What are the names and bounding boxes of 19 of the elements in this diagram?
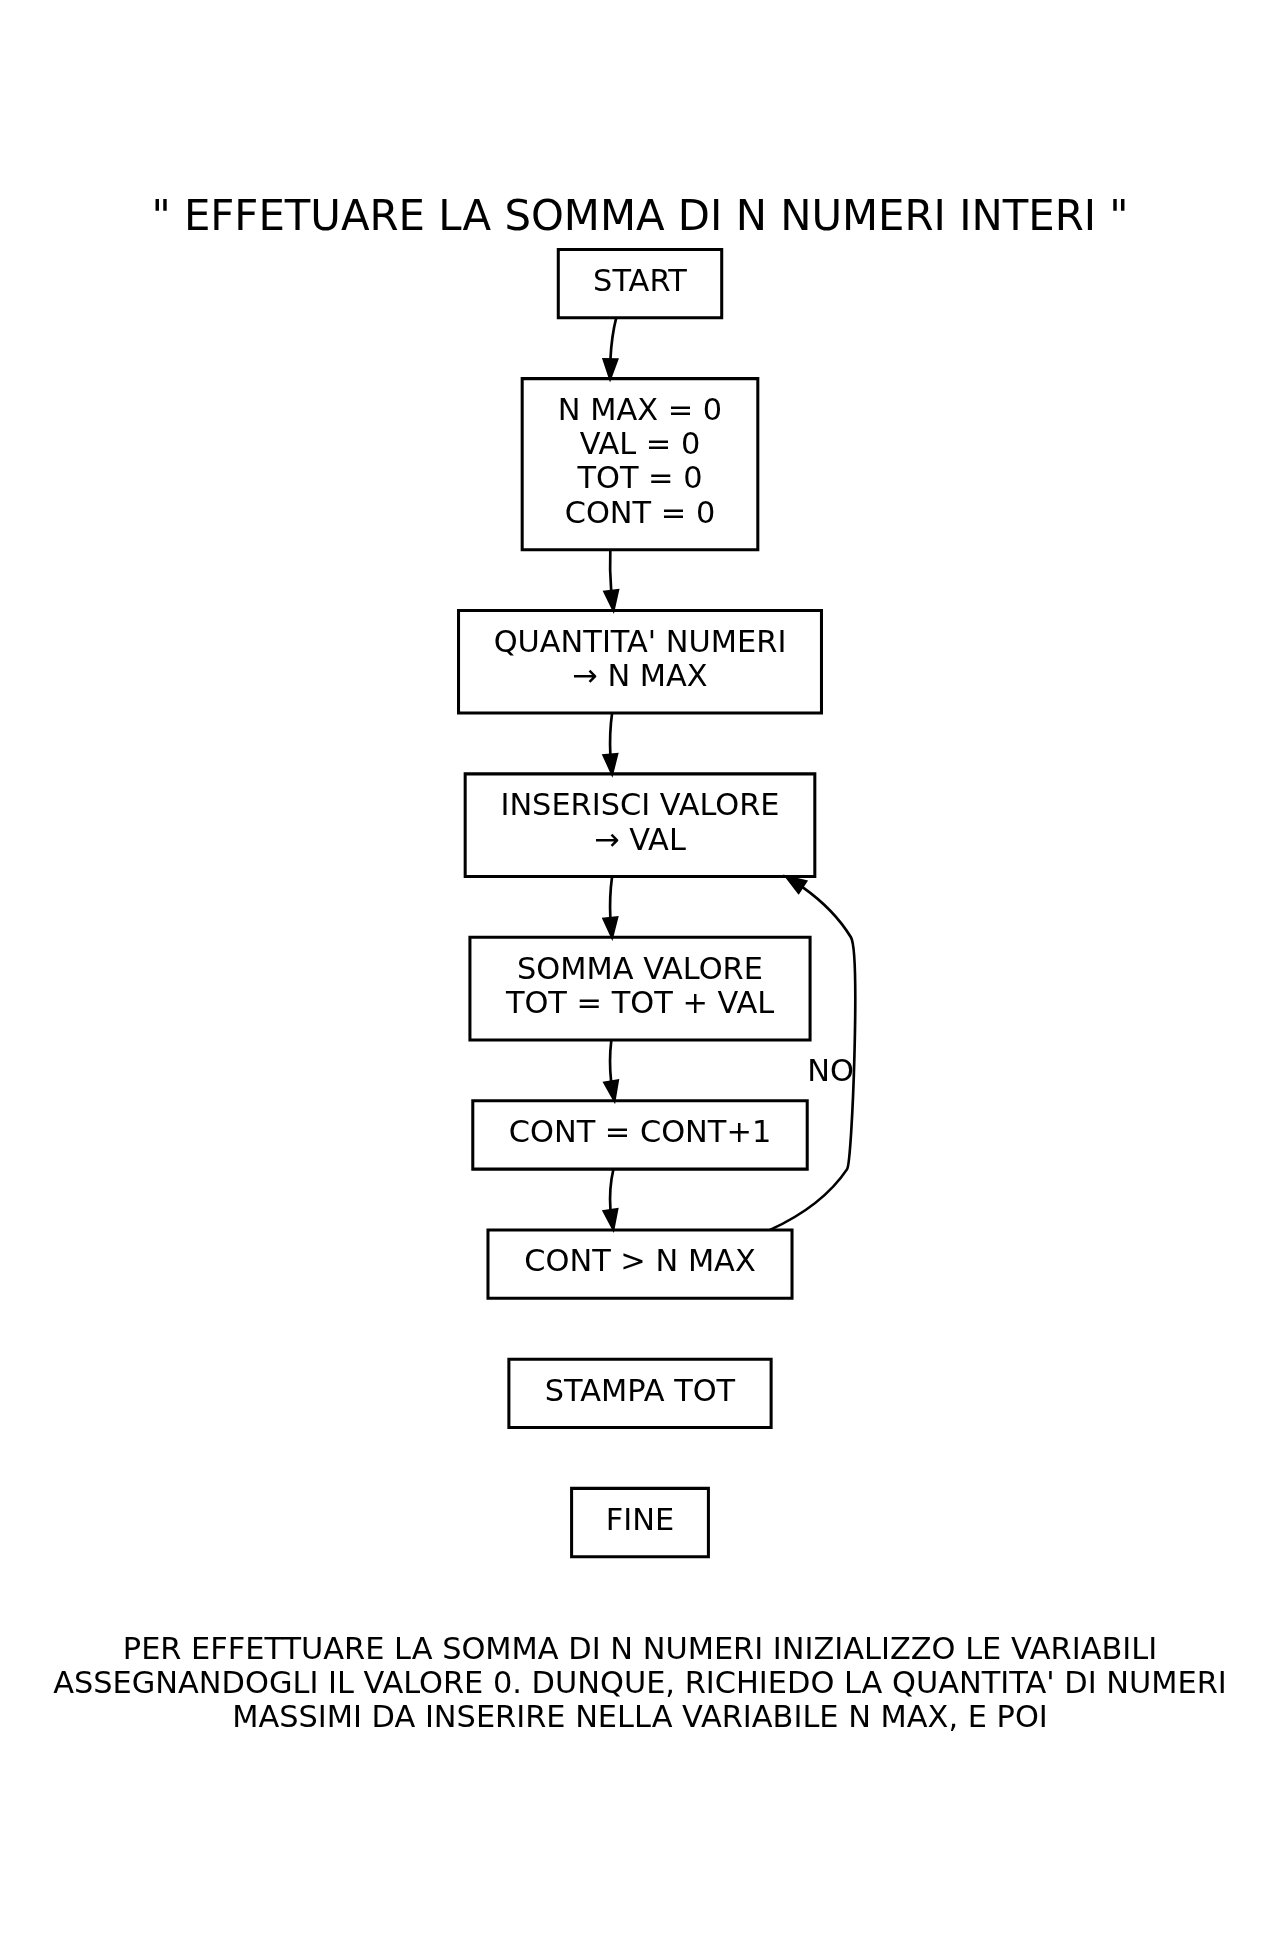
caption: PER EFFETTUARE LA SOMMA DI N NUMERI INIZIALIZZO LE VARIABILI ASSEGNANDOGLI IL VALORE 0. DUNQUE, RICHIEDO LA QUANTITA' DI NUMERI MASSIMI DA INSERIRE NELLA VARIABILE N MAX, E POI	[53, 1630, 1227, 1734]
node-box: STAMPA TOT	[507, 1357, 773, 1429]
arrow	[601, 876, 619, 941]
edge-label: NO	[807, 1052, 854, 1088]
arrow	[601, 712, 619, 778]
arrow	[769, 873, 857, 1231]
arrow	[602, 549, 620, 614]
node-box: START	[556, 247, 724, 319]
diagram-title: " EFFETUARE LA SOMMA DI N NUMERI INTERI "	[151, 190, 1129, 240]
node-box: SOMMA VALORE TOT = TOT + VAL	[468, 935, 812, 1041]
arrow	[601, 317, 619, 383]
node-box: CONT = CONT+1	[471, 1098, 809, 1171]
node-box: N MAX = 0 VAL = 0 TOT = 0 CONT = 0	[520, 376, 760, 551]
node-box: INSERISCI VALORE → VAL	[463, 771, 817, 878]
node-box: QUANTITA' NUMERI → N MAX	[457, 608, 823, 715]
arrow	[601, 1169, 619, 1233]
node-box: FINE	[570, 1486, 710, 1558]
arrow	[602, 1039, 620, 1104]
node-box: CONT > N MAX	[486, 1227, 794, 1300]
